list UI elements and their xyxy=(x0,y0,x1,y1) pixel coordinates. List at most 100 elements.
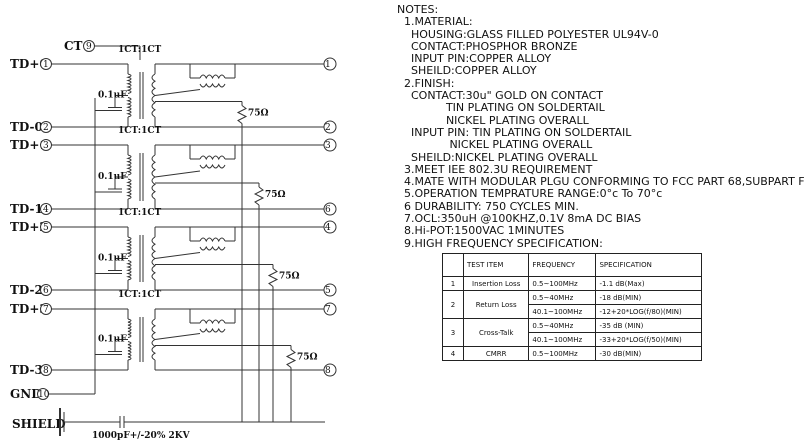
shield-cap-label: 1000pF+/-20% 2KV xyxy=(92,431,191,441)
res-label: 75Ω xyxy=(265,190,286,200)
gnd-pin-num: 10 xyxy=(38,390,50,400)
res-label: 75Ω xyxy=(279,272,300,282)
ct-label: CT xyxy=(64,39,83,53)
input-pin-minus-num: 6 xyxy=(43,286,49,296)
output-jack-top xyxy=(323,138,337,152)
output-jack-bottom-num: 8 xyxy=(325,366,331,376)
pin-label-minus: TD-2 xyxy=(10,283,43,297)
output-jack-bottom xyxy=(323,283,337,297)
input-pin-plus-num: 1 xyxy=(43,60,49,70)
table-header-row: TEST ITEM FREQUENCY SPECIFICATION xyxy=(442,253,702,277)
note-line: 8.Hi-POT:1500VAC 1MINUTES xyxy=(397,224,565,238)
channel-2: TD+2TD-2 5 6 1CT:1CT 0.1uF 75Ω 4 5 xyxy=(10,208,337,405)
pin-label-minus: TD-3 xyxy=(10,363,43,377)
note-line: 5.OPERATION TEMPRATURE RANGE:0°c To 70°c xyxy=(397,187,663,201)
note-line: CONTACT:30u" GOLD ON CONTACT xyxy=(397,89,603,103)
row-frequency: 0.5~40MHz xyxy=(528,290,597,305)
cap-label: 0.1uF xyxy=(98,254,127,264)
output-jack-bottom-num: 5 xyxy=(325,286,331,296)
note-line: 1.MATERIAL: xyxy=(397,15,473,29)
output-jack-bottom-num: 6 xyxy=(325,205,331,215)
row-no: 2 xyxy=(442,290,464,319)
ratio-label: 1CT:1CT xyxy=(118,208,162,218)
pin-label-plus: TD+1 xyxy=(10,138,48,152)
note-line: 2.FINISH: xyxy=(397,76,455,90)
gnd-label: GND xyxy=(10,387,42,401)
gnd-pin xyxy=(37,388,49,400)
row-frequency: 0.5~100MHz xyxy=(528,346,597,361)
note-line: 6 DURABILITY: 750 CYCLES MIN. xyxy=(397,199,579,213)
input-pin-minus-num: 4 xyxy=(43,205,49,215)
input-pin-minus xyxy=(40,203,52,215)
input-pin-plus xyxy=(40,221,52,233)
table-header-spec: SPECIFICATION xyxy=(595,253,702,277)
output-jack-bottom xyxy=(323,120,337,134)
input-pin-plus-num: 7 xyxy=(43,305,49,315)
input-pin-plus xyxy=(40,303,52,315)
hf-spec-table: TEST ITEM FREQUENCY SPECIFICATION 1 Inse… xyxy=(442,253,702,361)
pin-label-plus: TD+3 xyxy=(10,302,48,316)
note-line: CONTACT:PHOSPHOR BRONZE xyxy=(397,39,578,53)
input-pin-minus xyxy=(40,284,52,296)
note-line: NICKEL PLATING OVERALL xyxy=(397,113,589,127)
note-line: SHEILD:NICKEL PLATING OVERALL xyxy=(397,150,598,164)
row-no: 3 xyxy=(442,318,464,347)
output-jack-bottom xyxy=(323,202,337,216)
pin-label-plus: TD+0 xyxy=(10,57,48,71)
note-line: 9.HIGH FREQUENCY SPECIFICATION: xyxy=(397,236,603,250)
ratio-label: 1CT:1CT xyxy=(118,290,162,300)
note-line: 7.OCL:350uH @100KHZ,0.1V 8mA DC BIAS xyxy=(397,212,642,226)
output-jack-bottom-num: 2 xyxy=(325,123,331,133)
note-line: NOTES: xyxy=(397,3,439,16)
res-label: 75Ω xyxy=(297,353,318,363)
note-line: 3.MEET IEE 802.3U REQUIREMENT xyxy=(397,162,593,176)
row-no: 1 xyxy=(442,276,464,291)
input-pin-minus-num: 8 xyxy=(43,366,49,376)
row-spec: -33+20*LOG(f/50)(MIN) xyxy=(595,332,702,347)
ct-pin xyxy=(83,40,95,52)
pin-label-plus: TD+2 xyxy=(10,220,48,234)
row-spec: -18 dB(MIN) xyxy=(595,290,702,305)
input-pin-minus xyxy=(40,364,52,376)
table-row: 40.1~100MHz -12+20*LOG(f/80)(MIN) xyxy=(443,304,702,319)
res-label: 75Ω xyxy=(248,109,269,119)
note-line: SHEILD:COPPER ALLOY xyxy=(397,64,537,78)
table-row: 2 Return Loss 0.5~40MHz -18 dB(MIN) xyxy=(442,290,702,319)
table-row: 1 Insertion Loss 0.5~100MHz -1.1 dB(Max) xyxy=(442,276,702,291)
note-line: HOUSING:GLASS FILLED POLYESTER UL94V-0 xyxy=(397,27,659,41)
output-jack-top xyxy=(323,220,337,234)
row-frequency: 0.5~40MHz xyxy=(528,318,597,333)
table-header-corner xyxy=(442,253,464,277)
table-row: 3 Cross-Talk 0.5~40MHz -35 dB (MIN) xyxy=(442,318,702,347)
output-jack-bottom xyxy=(323,363,337,377)
notes-block: NOTES: 1.MATERIAL: HOUSING:GLASS FILLED … xyxy=(397,3,805,250)
ratio-label: 1CT:1CT xyxy=(118,45,162,55)
ct-pin-num: 9 xyxy=(86,42,92,52)
input-pin-minus-num: 2 xyxy=(43,123,49,133)
row-spec: -30 dB(MIN) xyxy=(595,346,702,361)
note-line: NICKEL PLATING OVERALL xyxy=(397,138,593,152)
output-jack-top xyxy=(323,57,337,71)
input-pin-plus-num: 5 xyxy=(43,223,49,233)
table-header-frequency: FREQUENCY xyxy=(528,253,597,277)
row-item: Cross-Talk xyxy=(462,318,530,347)
note-line: INPUT PIN:COPPER ALLOY xyxy=(397,52,552,66)
row-frequency: 40.1~100MHz xyxy=(528,332,597,347)
row-item: Return Loss xyxy=(462,290,530,319)
output-jack-top-num: 4 xyxy=(325,223,331,233)
cap-label: 0.1uF xyxy=(98,335,127,345)
row-no: 4 xyxy=(442,346,464,361)
input-pin-plus xyxy=(40,139,52,151)
note-line: TIN PLATING ON SOLDERTAIL xyxy=(397,101,605,115)
input-pin-minus xyxy=(40,121,52,133)
row-frequency: 0.5~100MHz xyxy=(528,276,597,291)
output-jack-top xyxy=(323,302,337,316)
note-line: 4.MATE WITH MODULAR PLGU CONFORMING TO F… xyxy=(397,175,805,189)
row-spec: -12+20*LOG(f/80)(MIN) xyxy=(595,304,702,319)
output-jack-top-num: 1 xyxy=(325,60,331,70)
output-jack-top-num: 3 xyxy=(325,141,331,151)
row-spec: -1.1 dB(Max) xyxy=(595,276,702,291)
ratio-label: 1CT:1CT xyxy=(118,126,162,136)
